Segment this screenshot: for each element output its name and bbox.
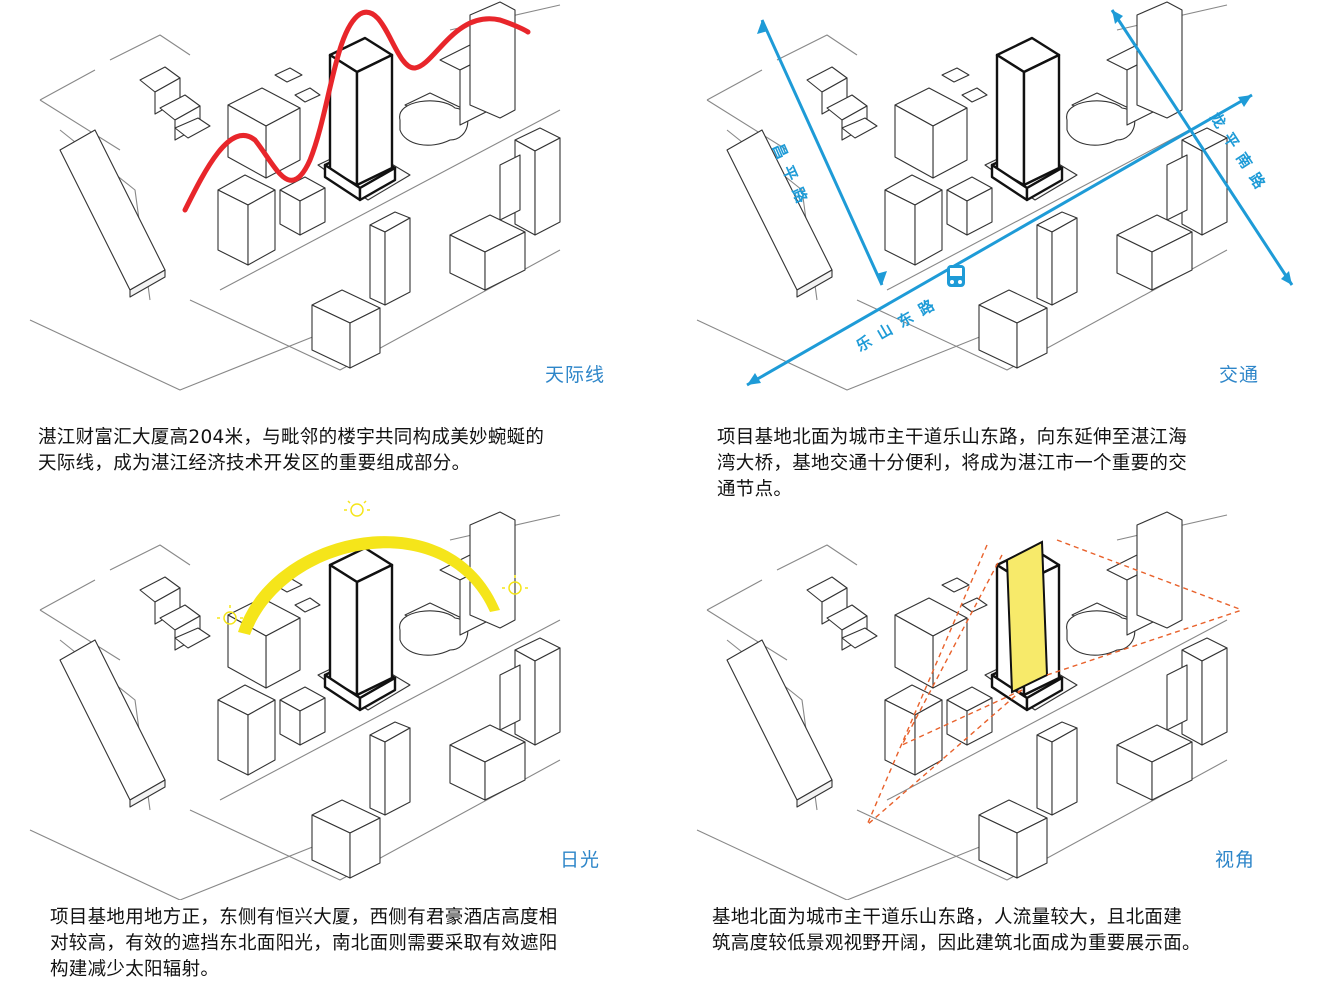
road-changping (760, 19, 884, 286)
caption-line: 对较高，有效的遮挡东北面阳光，南北面则需要采取有效遮阳 (50, 933, 558, 954)
caption-line: 通节点。 (717, 479, 793, 500)
panel-title-sunlight: 日光 (560, 849, 601, 871)
view-facade (1005, 540, 1049, 694)
caption-sunlight: 项目基地用地方正，东侧有恒兴大厦，西侧有君豪酒店高度相 对较高，有效的遮挡东北面… (50, 905, 558, 983)
caption-line: 湾大桥，基地交通十分便利，将成为湛江市一个重要的交 (717, 453, 1188, 474)
panel-skyline: 天际线 湛江财富汇大厦高204米，与毗邻的楼宇共同构成美妙蜿蜒的 天际线，成为湛… (0, 0, 666, 500)
panel-title-view: 视角 (1215, 849, 1256, 871)
road-leshan (746, 93, 1253, 387)
sun-icon (217, 500, 528, 625)
caption-line: 筑高度较低景观视野开阔，因此建筑北面成为重要展示面。 (712, 933, 1201, 954)
caption-line: 基地北面为城市主干道乐山东路，人流量较大，且北面建 (712, 907, 1183, 928)
panel-title-skyline: 天际线 (545, 364, 606, 386)
skyline-diagram (29, 1, 561, 391)
caption-traffic: 项目基地北面为城市主干道乐山东路，向东延伸至湛江海 湾大桥，基地交通十分便利，将… (717, 425, 1187, 503)
panel-view: 视角 基地北面为城市主干道乐山东路，人流量较大，且北面建 筑高度较低景观视野开阔… (667, 500, 1333, 1000)
skyline-curve (182, 9, 531, 213)
panel-title-traffic: 交通 (1219, 364, 1260, 386)
panel-sunlight: 日光 项目基地用地方正，东侧有恒兴大厦，西侧有君豪酒店高度相 对较高，有效的遮挡… (0, 500, 666, 1000)
sunlight-diagram (29, 500, 561, 900)
road-longping (1110, 9, 1294, 286)
caption-line: 湛江财富汇大厦高204米，与毗邻的楼宇共同构成美妙蜿蜒的 (38, 427, 545, 448)
sun-arc (238, 536, 500, 635)
caption-line: 构建减少太阳辐射。 (50, 959, 220, 980)
bus-icon (947, 265, 965, 287)
view-lines (866, 539, 1243, 826)
caption-view: 基地北面为城市主干道乐山东路，人流量较大，且北面建 筑高度较低景观视野开阔，因此… (712, 905, 1201, 957)
road-arrows (747, 10, 1292, 385)
traffic-diagram (696, 1, 1294, 391)
panel-traffic: 昌平路 乐山东路 龙平南路 交通 项目基地北面为城市主干道乐山东路，向东延伸至湛… (667, 0, 1333, 500)
view-diagram (696, 511, 1243, 900)
caption-line: 天际线，成为湛江经济技术开发区的重要组成部分。 (38, 453, 471, 474)
caption-line: 项目基地用地方正，东侧有恒兴大厦，西侧有君豪酒店高度相 (50, 907, 558, 928)
caption-line: 项目基地北面为城市主干道乐山东路，向东延伸至湛江海 (717, 427, 1188, 448)
caption-skyline: 湛江财富汇大厦高204米，与毗邻的楼宇共同构成美妙蜿蜒的 天际线，成为湛江经济技… (38, 425, 544, 477)
